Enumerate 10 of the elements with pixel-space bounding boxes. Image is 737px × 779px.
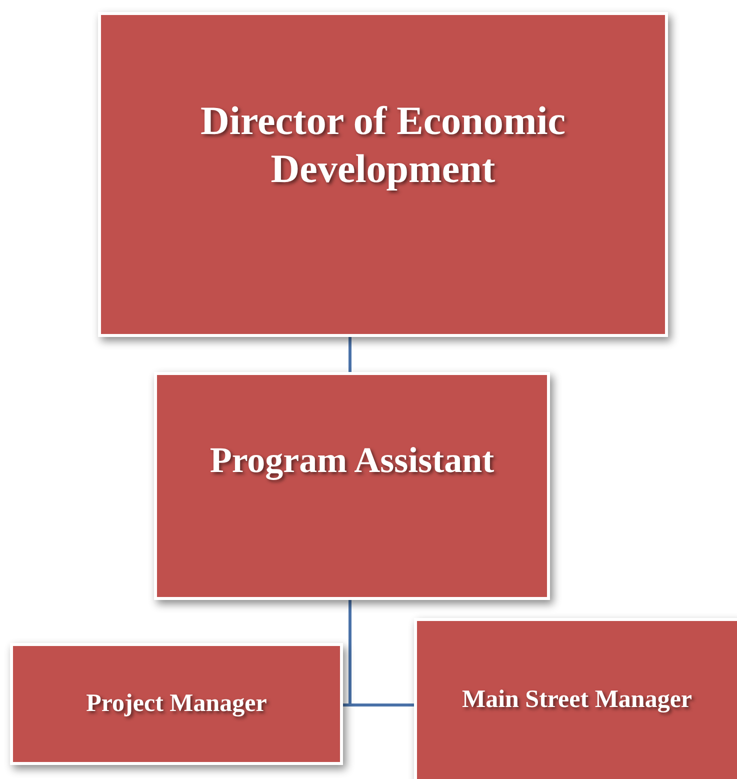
position-box [98, 12, 668, 337]
position-title: Director of Economic Development [199, 96, 567, 192]
position-box [10, 643, 343, 765]
connector-line [348, 600, 414, 706]
position-title: Main Street Manager [462, 685, 692, 715]
position-box [414, 618, 737, 779]
position-title: Program Assistant [210, 439, 494, 482]
position-title: Project Manager [86, 689, 267, 719]
position-box [154, 372, 550, 600]
connector-line [348, 337, 352, 372]
